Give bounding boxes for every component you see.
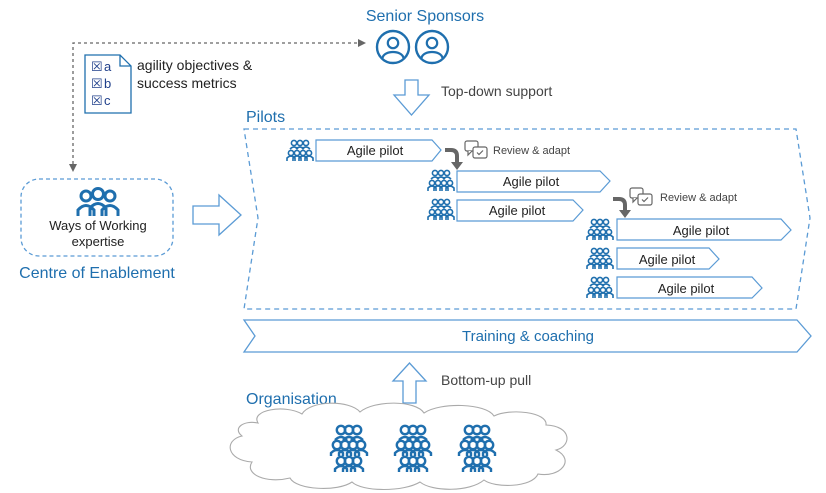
pilot-arrow[interactable]: [616, 218, 792, 241]
pilots-title: Pilots: [246, 109, 285, 126]
sponsors-title: Senior Sponsors: [366, 8, 484, 25]
pilot-label: Agile pilot: [347, 143, 404, 158]
pilot-arrow[interactable]: [456, 199, 584, 222]
document-icon: [84, 54, 132, 114]
pilot-label: Agile pilot: [658, 281, 715, 296]
team-icon: [427, 198, 455, 221]
sponsor-icon: [375, 29, 411, 65]
down-arrow-icon: [392, 79, 431, 116]
review-label: Review & adapt: [493, 145, 570, 157]
team-icon: [586, 276, 614, 299]
centre-box-line2: expertise: [72, 234, 125, 249]
organisation-title: Organisation: [246, 391, 337, 408]
organisation-cloud: [229, 402, 568, 490]
review-icon: [629, 187, 653, 206]
review-icon: [464, 140, 488, 159]
review-curve-arrow: [445, 148, 459, 163]
bottom-up-label: Bottom-up pull: [441, 372, 531, 388]
pilot-label: Agile pilot: [639, 252, 696, 267]
pilot-arrow[interactable]: [315, 139, 442, 162]
objectives-line1: agility objectives &: [137, 57, 253, 73]
team-icon: [586, 218, 614, 241]
sponsor-icon: [414, 29, 450, 65]
arrow-down-icon: [69, 164, 77, 172]
document-item-marker: ☒: [91, 76, 103, 91]
pilots-container: [243, 128, 811, 310]
right-arrow-icon: [192, 193, 242, 237]
centre-box: [20, 178, 174, 257]
team-icon: [427, 169, 455, 192]
team-icon: [286, 139, 314, 162]
pilot-label: Agile pilot: [503, 174, 560, 189]
document-item: b: [104, 76, 111, 91]
document-item-marker: ☒: [91, 93, 103, 108]
centre-box-line1: Ways of Working: [49, 218, 147, 233]
arrow-right-icon: [358, 39, 366, 47]
pilot-arrow[interactable]: [616, 247, 720, 270]
pilot-label: Agile pilot: [489, 203, 546, 218]
team-icon: [76, 187, 120, 218]
document-item: c: [104, 93, 111, 108]
pilot-arrow[interactable]: [616, 276, 763, 299]
pilot-label: Agile pilot: [673, 223, 730, 238]
objectives-line2: success metrics: [137, 75, 237, 91]
sponsor-link-line: [72, 42, 358, 170]
review-label: Review & adapt: [660, 192, 737, 204]
pilot-arrow[interactable]: [456, 170, 611, 193]
team-icon: [586, 247, 614, 270]
up-arrow-icon: [391, 362, 428, 404]
top-down-label: Top-down support: [441, 83, 552, 99]
training-label: Training & coaching: [462, 328, 594, 345]
review-curve-arrow: [613, 197, 627, 211]
training-arrow: [242, 319, 812, 353]
document-item: a: [104, 59, 112, 74]
document-item-marker: ☒: [91, 59, 103, 74]
centre-title: Centre of Enablement: [19, 265, 175, 282]
